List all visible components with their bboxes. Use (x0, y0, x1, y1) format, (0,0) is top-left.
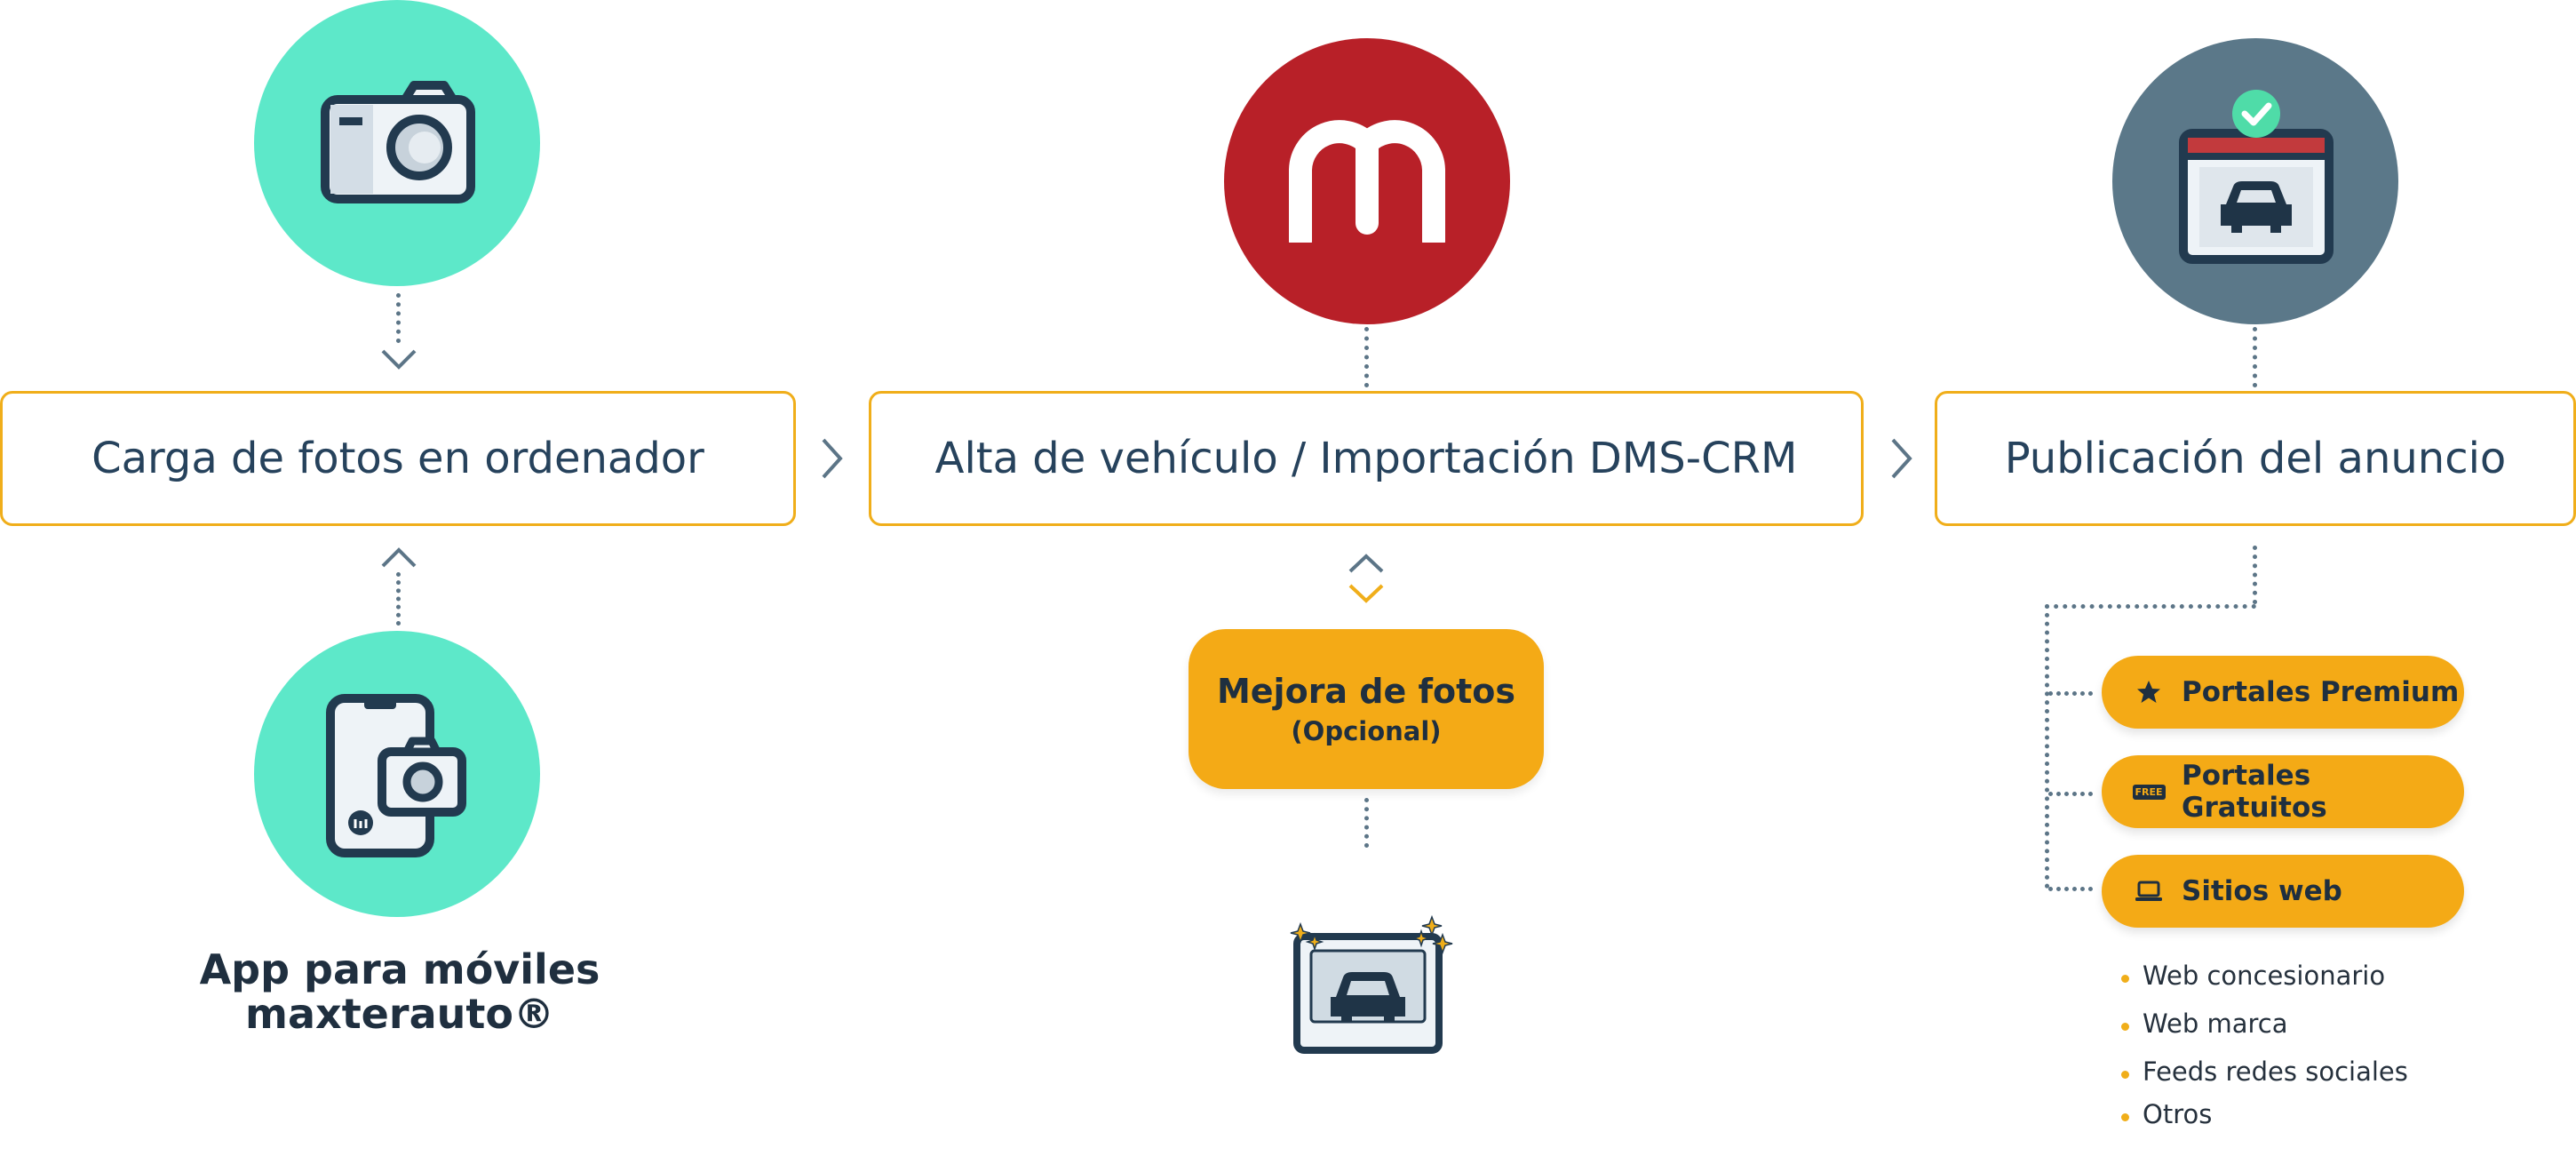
chevron-up-icon (381, 547, 417, 568)
step-upload-photos: Carga de fotos en ordenador (0, 391, 796, 526)
camera-icon (321, 81, 475, 203)
mobile-app-label-line1: App para móviles (199, 945, 600, 993)
free-badge-icon: FREE (2132, 778, 2166, 805)
chevron-down-icon (381, 349, 417, 370)
chevron-right-icon (822, 438, 843, 479)
connector-channels-horizontal (2045, 604, 2256, 609)
connector-step3-down (2253, 546, 2257, 604)
mobile-app-circle (254, 631, 540, 917)
brand-logo-circle (1224, 38, 1510, 324)
channel-premium-portals-label: Portales Premium (2182, 676, 2460, 708)
channel-websites-label: Sitios web (2182, 875, 2342, 907)
website-item: Otros (2120, 1099, 2213, 1129)
phone-camera-icon (326, 694, 466, 857)
channel-websites: Sitios web (2102, 855, 2464, 928)
channel-free-portals-label: Portales Gratuitos (2182, 760, 2327, 824)
step-vehicle-import-label: Alta de vehículo / Importación DMS-CRM (934, 434, 1798, 483)
star-icon (2134, 679, 2164, 706)
mobile-app-label: App para móviles maxterauto® (178, 947, 622, 1036)
website-item: Feeds redes sociales (2121, 1056, 2408, 1087)
free-badge-text: FREE (2132, 784, 2166, 800)
chevron-right-icon (1891, 438, 1912, 479)
channel-free-portals: FREE Portales Gratuitos (2102, 755, 2464, 828)
connector-to-free (2048, 792, 2093, 796)
enhanced-car-photo-icon (1290, 915, 1453, 1054)
step-publication: Publicación del anuncio (1935, 391, 2576, 526)
website-item: Web marca (2120, 1009, 2288, 1039)
car-listing-icon (2179, 90, 2334, 264)
chevron-down-icon (1348, 584, 1384, 603)
step-publication-label: Publicación del anuncio (2004, 434, 2507, 483)
step-vehicle-import: Alta de vehículo / Importación DMS-CRM (869, 391, 1864, 526)
connector-publication-to-step3 (2253, 327, 2257, 387)
photo-enhancement-box: Mejora de fotos (Opcional) (1189, 629, 1544, 789)
connector-enhancement-to-photo (1364, 798, 1369, 848)
connector-app-to-step1 (396, 572, 401, 626)
connector-channels-vertical (2045, 604, 2049, 889)
connector-to-premium (2048, 691, 2093, 696)
publication-circle (2112, 38, 2398, 324)
laptop-icon (2134, 878, 2164, 905)
website-item: Web concesionario (2120, 961, 2386, 991)
chevron-up-icon (1348, 554, 1384, 573)
camera-circle (254, 0, 540, 286)
step-upload-photos-label: Carga de fotos en ordenador (91, 434, 704, 483)
maxterauto-logo-icon (1289, 120, 1445, 243)
photo-enhancement-title: Mejora de fotos (1216, 672, 1516, 711)
channel-premium-portals: Portales Premium (2102, 656, 2464, 729)
photo-enhancement-subtitle: (Opcional) (1291, 716, 1442, 746)
connector-to-websites (2048, 887, 2093, 891)
mobile-app-label-line2: maxterauto® (245, 990, 554, 1038)
connector-camera-to-step1 (396, 293, 401, 343)
connector-logo-to-step2 (1364, 327, 1369, 387)
